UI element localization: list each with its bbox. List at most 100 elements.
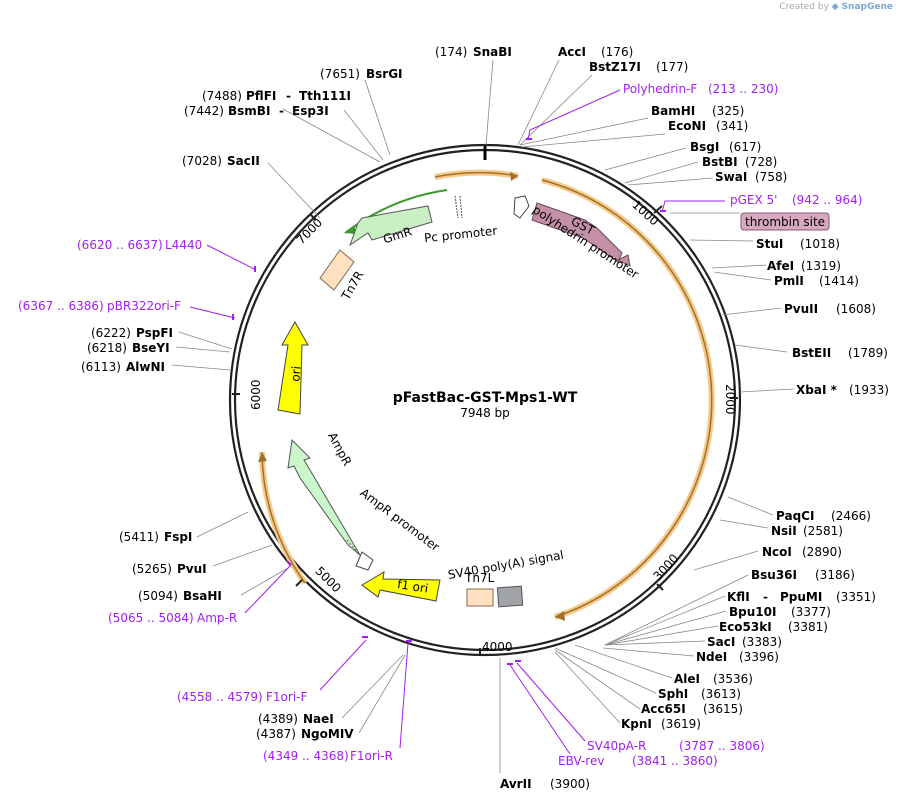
svg-text:L4440: L4440 xyxy=(165,238,202,252)
site-eco53ki[interactable]: Eco53kI (3381) xyxy=(719,620,828,634)
gmr-orf-arrowhead xyxy=(345,225,355,234)
site-sphi[interactable]: SphI (3613) xyxy=(658,687,741,701)
site-ngomiv[interactable]: (4387) NgoMIV xyxy=(256,727,354,741)
ampr-promoter-feature[interactable] xyxy=(355,551,374,571)
svg-text:(6113): (6113) xyxy=(81,360,121,374)
site-afei[interactable]: AfeI (1319) xyxy=(767,259,841,273)
site-pmli[interactable]: PmlI (1414) xyxy=(774,274,859,288)
svg-text:(4558 .. 4579): (4558 .. 4579) xyxy=(177,690,263,704)
site-swai[interactable]: SwaI (758) xyxy=(715,170,787,184)
ampr-dashed-end xyxy=(346,539,361,556)
site-acc65i[interactable]: Acc65I (3615) xyxy=(641,702,743,716)
tn7l-feature[interactable] xyxy=(466,588,494,607)
svg-text:BseYI: BseYI xyxy=(132,341,170,355)
thrombin-site-label: thrombin site xyxy=(745,215,825,229)
site-sacii[interactable]: (7028) SacII xyxy=(182,154,260,168)
svg-text:(5094): (5094) xyxy=(138,589,178,603)
svg-text:-: - xyxy=(763,590,768,604)
credit-brand: SnapGene xyxy=(841,2,893,12)
site-bsahi[interactable]: (5094) BsaHI xyxy=(138,589,222,603)
svg-text:(7028): (7028) xyxy=(182,154,222,168)
site-naei[interactable]: (4389) NaeI xyxy=(258,712,334,726)
primer-f1ori-r[interactable]: (4349 .. 4368) F1ori-R xyxy=(263,749,393,763)
site-ndei[interactable]: NdeI (3396) xyxy=(696,650,779,664)
primer-amp-r[interactable]: (5065 .. 5084) Amp-R xyxy=(108,611,237,625)
site-econi[interactable]: EcoNI (341) xyxy=(668,119,748,133)
site-bseyi[interactable]: (6218) BseYI xyxy=(87,341,170,355)
site-stui[interactable]: StuI (1018) xyxy=(756,237,840,251)
site-pflfi[interactable]: (7488) PflFI - Tth111I xyxy=(202,89,351,103)
site-kfli[interactable]: KflI - PpuMI (3351) xyxy=(727,590,876,604)
svg-text:SV40pA-R: SV40pA-R xyxy=(587,739,646,753)
orf-arrowhead-top xyxy=(510,172,518,181)
gmr-feature[interactable] xyxy=(349,205,433,247)
svg-text:Eco53kI: Eco53kI xyxy=(719,620,772,634)
svg-text:(3383): (3383) xyxy=(742,635,782,649)
svg-text:NaeI: NaeI xyxy=(303,712,334,726)
site-bstbi[interactable]: BstBI (728) xyxy=(702,155,777,169)
site-fspi[interactable]: (5411) FspI xyxy=(119,530,192,544)
svg-text:(2581): (2581) xyxy=(803,524,843,538)
site-alwni[interactable]: (6113) AlwNI xyxy=(81,360,165,374)
site-kpni[interactable]: KpnI (3619) xyxy=(621,717,701,731)
site-bsteii[interactable]: BstEII (1789) xyxy=(792,346,888,360)
primer-pgex5[interactable]: pGEX 5' (942 .. 964) xyxy=(730,193,862,207)
site-paqci[interactable]: PaqCI (2466) xyxy=(776,509,871,523)
site-bamhi[interactable]: BamHI (325) xyxy=(651,104,744,118)
svg-text:EcoNI: EcoNI xyxy=(668,119,706,133)
tick-6000: 6000 xyxy=(249,379,263,410)
site-acci[interactable]: AccI (176) xyxy=(558,45,633,59)
polyhedrin-promoter-feature[interactable] xyxy=(513,195,530,219)
sv40-polya-feature[interactable] xyxy=(496,585,524,608)
site-pvui[interactable]: (5265) PvuI xyxy=(132,562,207,576)
svg-text:(341): (341) xyxy=(716,119,748,133)
svg-text:(7651): (7651) xyxy=(320,67,360,81)
site-alei[interactable]: AleI (3536) xyxy=(674,672,753,686)
site-nsii[interactable]: NsiI (2581) xyxy=(771,524,843,538)
gst-feature[interactable] xyxy=(531,202,623,263)
svg-text:EBV-rev: EBV-rev xyxy=(558,754,604,768)
primer-sv40pa-r[interactable]: SV40pA-R (3787 .. 3806) xyxy=(587,739,765,753)
primer-f1ori-f[interactable]: (4558 .. 4579) F1ori-F xyxy=(177,690,307,704)
site-bsu36i[interactable]: Bsu36I (3186) xyxy=(751,568,855,582)
polyhedrin-promoter-label: polyhedrin promoter xyxy=(530,203,641,282)
svg-text:(1933): (1933) xyxy=(849,383,889,397)
site-saci[interactable]: SacI (3383) xyxy=(707,635,782,649)
svg-text:(3381): (3381) xyxy=(788,620,828,634)
pc-promoter-feature[interactable] xyxy=(454,195,463,219)
site-bstz17i[interactable]: BstZ17I (177) xyxy=(589,60,688,74)
svg-text:AccI: AccI xyxy=(558,45,586,59)
site-bsrgi[interactable]: (7651) BsrGI xyxy=(320,67,403,81)
primer-pbr322ori-f[interactable]: (6367 .. 6386) pBR322ori-F xyxy=(18,299,181,313)
svg-text:pGEX 5': pGEX 5' xyxy=(730,193,777,207)
credit-prefix: Created by xyxy=(779,2,829,12)
svg-text:SacI: SacI xyxy=(707,635,735,649)
sv40-label: SV40 poly(A) signal xyxy=(447,548,565,582)
primer-polyhedrin-f[interactable]: Polyhedrin-F (213 .. 230) xyxy=(623,82,778,96)
site-avrii[interactable]: AvrII (3900) xyxy=(500,777,590,791)
site-snabi[interactable]: (174) SnaBI xyxy=(435,45,512,59)
svg-text:(3396): (3396) xyxy=(739,650,779,664)
svg-text:Esp3I: Esp3I xyxy=(292,104,329,118)
primer-l4440[interactable]: (6620 .. 6637) L4440 xyxy=(77,238,202,252)
svg-text:PaqCI: PaqCI xyxy=(776,509,814,523)
svg-text:XbaI *: XbaI * xyxy=(796,383,838,397)
svg-text:NgoMIV: NgoMIV xyxy=(301,727,354,741)
site-bsgi[interactable]: BsgI (617) xyxy=(690,140,761,154)
site-pspfi[interactable]: (6222) PspFI xyxy=(91,326,173,340)
site-pvuii[interactable]: PvuII (1608) xyxy=(784,302,876,316)
tn7r-feature[interactable] xyxy=(319,249,355,291)
site-bsmbi[interactable]: (7442) BsmBI - Esp3I xyxy=(184,104,329,118)
ampr-feature[interactable] xyxy=(287,438,361,556)
site-bpu10i[interactable]: Bpu10I (3377) xyxy=(729,605,831,619)
primer-ebv-rev[interactable]: EBV-rev (3841 .. 3860) xyxy=(558,754,718,768)
site-xbai[interactable]: XbaI * (1933) xyxy=(796,383,889,397)
thrombin-site-box[interactable] xyxy=(740,212,830,231)
svg-text:(4387): (4387) xyxy=(256,727,296,741)
site-ncoi[interactable]: NcoI (2890) xyxy=(762,545,842,559)
f1ori-feature[interactable] xyxy=(361,571,441,602)
svg-text:(177): (177) xyxy=(656,60,688,74)
svg-text:SnaBI: SnaBI xyxy=(473,45,512,59)
ori-feature[interactable] xyxy=(277,320,309,415)
svg-text:BamHI: BamHI xyxy=(651,104,695,118)
